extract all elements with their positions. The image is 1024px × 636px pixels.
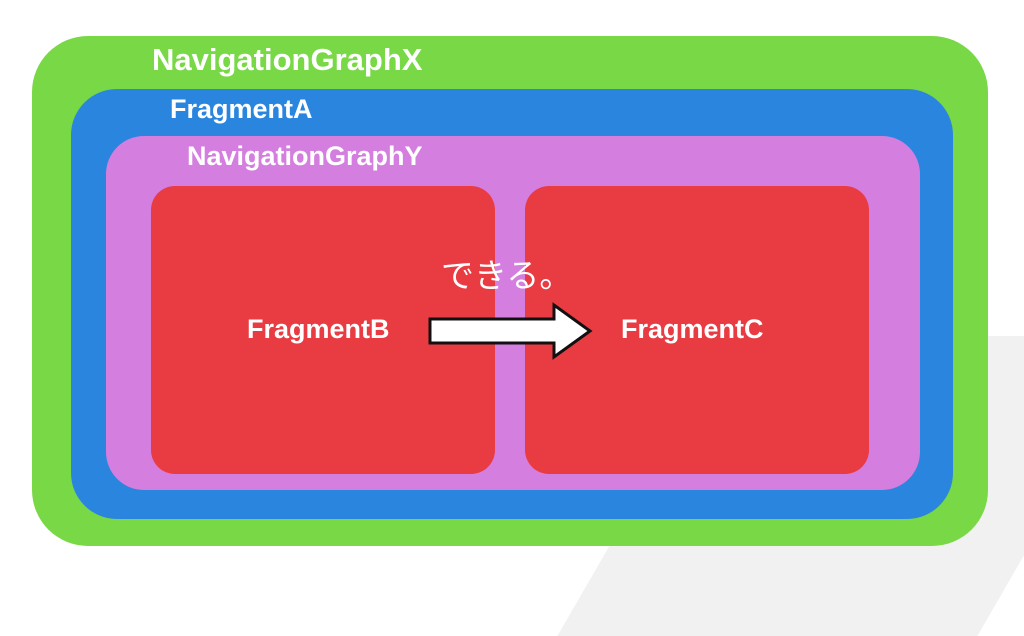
transition-arrow-icon: [428, 302, 593, 360]
fragment-b-label: FragmentB: [247, 314, 390, 344]
fragment-c-label: FragmentC: [621, 314, 764, 344]
fragment-a-label: FragmentA: [170, 94, 313, 124]
transition-note: できる。: [441, 256, 573, 295]
navigation-graph-x-label: NavigationGraphX: [152, 42, 423, 77]
navigation-graph-y-label: NavigationGraphY: [187, 141, 423, 171]
